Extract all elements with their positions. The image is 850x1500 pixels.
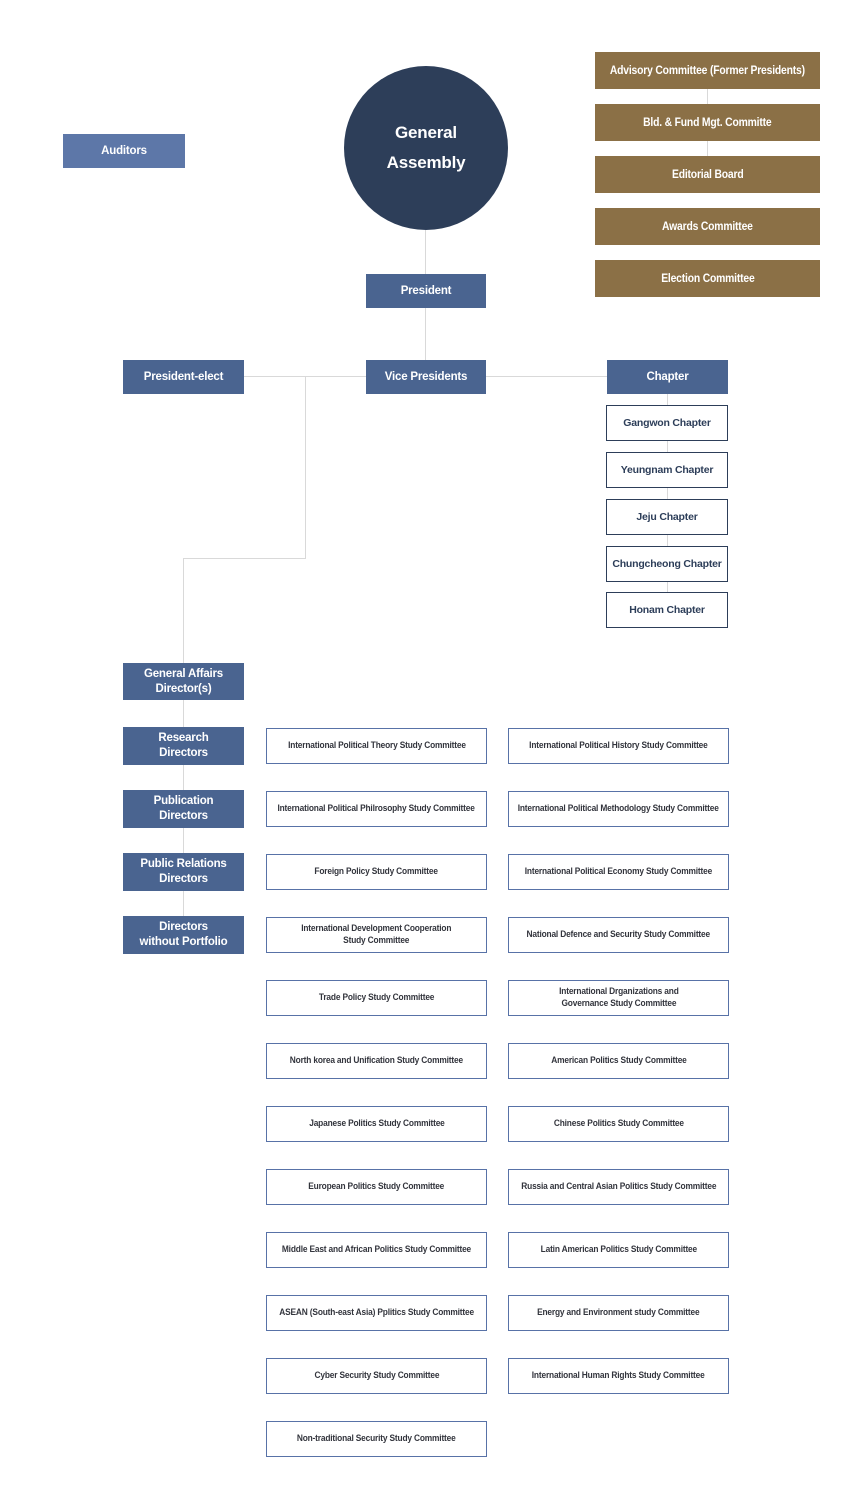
committee-label: International Human Rights Study Committ… xyxy=(532,1369,705,1381)
node-editorial-board-label: Editorial Board xyxy=(671,168,744,181)
committee-label: Foreign Policy Study Committee xyxy=(314,865,439,877)
node-chapter-yeungnam-label: Yeungnam Chapter xyxy=(620,464,714,476)
committee-box: International Political Philrosophy Stud… xyxy=(266,791,487,827)
connector-line xyxy=(425,230,426,274)
committee-box: North korea and Unification Study Commit… xyxy=(266,1043,487,1079)
node-chapter-honam: Honam Chapter xyxy=(606,592,728,628)
node-chapter: Chapter xyxy=(607,360,728,394)
committee-box: Japanese Politics Study Committee xyxy=(266,1106,487,1142)
committee-box: European Politics Study Committee xyxy=(266,1169,487,1205)
committee-box: International Political Theory Study Com… xyxy=(266,728,487,764)
node-chapter-jeju: Jeju Chapter xyxy=(606,499,728,535)
committee-label: International Political History Study Co… xyxy=(529,739,708,751)
node-general-assembly-label: General Assembly xyxy=(386,123,466,172)
connector-line xyxy=(183,558,306,559)
committee-box: Energy and Environment study Committee xyxy=(508,1295,729,1331)
node-advisory-committee-label: Advisory Committee (Former Presidents) xyxy=(609,64,806,77)
committee-label: Russia and Central Asian Politics Study … xyxy=(520,1180,717,1192)
committee-label: American Politics Study Committee xyxy=(550,1054,687,1066)
committee-box: Cyber Security Study Committee xyxy=(266,1358,487,1394)
committee-label: International Political Economy Study Co… xyxy=(524,865,713,877)
node-bld-fund-mgt-committe-label: Bld. & Fund Mgt. Committe xyxy=(643,116,772,129)
committee-box: Chinese Politics Study Committee xyxy=(508,1106,729,1142)
node-president-elect-label: President-elect xyxy=(143,370,224,383)
node-chapter-honam-label: Honam Chapter xyxy=(629,604,705,616)
committee-box: Russia and Central Asian Politics Study … xyxy=(508,1169,729,1205)
committee-label: International Development Cooperation St… xyxy=(301,922,452,946)
node-president-elect: President-elect xyxy=(123,360,244,394)
connector-line xyxy=(305,376,306,558)
node-election-committee: Election Committee xyxy=(595,260,820,297)
node-publication-directors-label: Publication Directors xyxy=(153,795,214,822)
committee-box: International Drganizations and Governan… xyxy=(508,980,729,1016)
committee-label: International Political Methodology Stud… xyxy=(518,802,719,814)
committee-label: National Defence and Security Study Comm… xyxy=(526,928,711,940)
node-awards-committee-label: Awards Committee xyxy=(662,220,753,233)
node-election-committee-label: Election Committee xyxy=(660,272,755,285)
committee-box: Non-traditional Security Study Committee xyxy=(266,1421,487,1457)
committee-box: Latin American Politics Study Committee xyxy=(508,1232,729,1268)
committee-label: Cyber Security Study Committee xyxy=(314,1369,439,1381)
node-chapter-yeungnam: Yeungnam Chapter xyxy=(606,452,728,488)
committee-box: Trade Policy Study Committee xyxy=(266,980,487,1016)
node-auditors-label: Auditors xyxy=(101,144,147,157)
committee-box: International Development Cooperation St… xyxy=(266,917,487,953)
committee-label: International Political Theory Study Com… xyxy=(287,739,466,751)
connector-line xyxy=(667,394,668,592)
node-general-affairs-directors-label: General Affairs Director(s) xyxy=(143,667,224,695)
node-president: President xyxy=(366,274,486,308)
committee-label: ASEAN (South-east Asia) Pplitics Study C… xyxy=(279,1306,474,1318)
node-publication-directors: Publication Directors xyxy=(123,790,244,828)
node-chapter-gangwon-label: Gangwon Chapter xyxy=(623,417,711,429)
committee-box: American Politics Study Committee xyxy=(508,1043,729,1079)
committee-box: ASEAN (South-east Asia) Pplitics Study C… xyxy=(266,1295,487,1331)
node-auditors: Auditors xyxy=(63,134,185,168)
committee-box: International Human Rights Study Committ… xyxy=(508,1358,729,1394)
node-directors-without-portfolio: Directors without Portfolio xyxy=(123,916,244,954)
committee-label: European Politics Study Committee xyxy=(308,1180,445,1192)
node-chapter-label: Chapter xyxy=(646,370,689,383)
node-bld-fund-mgt-committe: Bld. & Fund Mgt. Committe xyxy=(595,104,820,141)
node-president-label: President xyxy=(400,284,452,297)
connector-line xyxy=(183,558,184,663)
node-chapter-gangwon: Gangwon Chapter xyxy=(606,405,728,441)
committee-label: Trade Policy Study Committee xyxy=(318,991,435,1003)
committee-box: International Political Methodology Stud… xyxy=(508,791,729,827)
node-public-relations-directors-label: Public Relations Directors xyxy=(140,858,227,885)
node-general-assembly: General Assembly xyxy=(344,66,508,230)
committee-label: International Drganizations and Governan… xyxy=(558,985,679,1009)
committee-label: Middle East and African Politics Study C… xyxy=(281,1243,472,1255)
node-chapter-chungcheong-label: Chungcheong Chapter xyxy=(612,558,722,570)
committee-label: North korea and Unification Study Commit… xyxy=(289,1054,464,1066)
committee-label: Japanese Politics Study Committee xyxy=(308,1117,445,1129)
node-research-directors: Research Directors xyxy=(123,727,244,765)
committee-label: Energy and Environment study Committee xyxy=(537,1306,700,1318)
node-general-affairs-directors: General Affairs Director(s) xyxy=(123,663,244,700)
connector-line xyxy=(486,376,607,377)
node-advisory-committee: Advisory Committee (Former Presidents) xyxy=(595,52,820,89)
committee-box: Foreign Policy Study Committee xyxy=(266,854,487,890)
node-editorial-board: Editorial Board xyxy=(595,156,820,193)
node-awards-committee: Awards Committee xyxy=(595,208,820,245)
node-vice-presidents-label: Vice Presidents xyxy=(384,370,468,383)
committee-label: Non-traditional Security Study Committee xyxy=(297,1432,456,1444)
connector-line xyxy=(425,308,426,360)
node-directors-without-portfolio-label: Directors without Portfolio xyxy=(139,921,228,948)
committee-box: National Defence and Security Study Comm… xyxy=(508,917,729,953)
node-chapter-jeju-label: Jeju Chapter xyxy=(636,511,698,523)
node-chapter-chungcheong: Chungcheong Chapter xyxy=(606,546,728,582)
node-research-directors-label: Research Directors xyxy=(158,732,209,759)
committee-label: Latin American Politics Study Committee xyxy=(540,1243,697,1255)
node-vice-presidents: Vice Presidents xyxy=(366,360,486,394)
committee-box: International Political Economy Study Co… xyxy=(508,854,729,890)
committee-box: Middle East and African Politics Study C… xyxy=(266,1232,487,1268)
node-public-relations-directors: Public Relations Directors xyxy=(123,853,244,891)
committee-label: Chinese Politics Study Committee xyxy=(553,1117,684,1129)
committee-box: International Political History Study Co… xyxy=(508,728,729,764)
committee-label: International Political Philrosophy Stud… xyxy=(277,802,476,814)
